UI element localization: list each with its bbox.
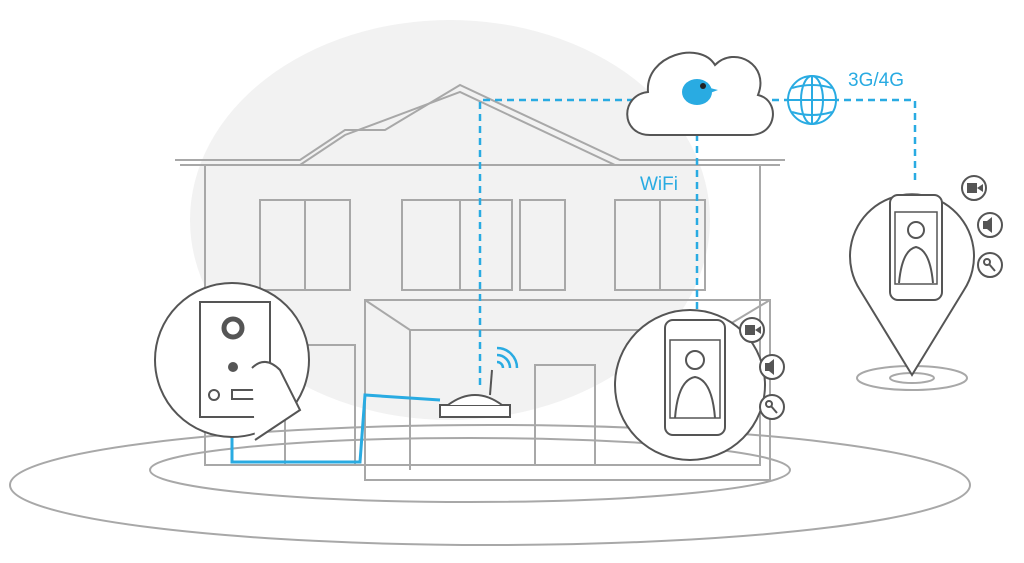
mobile-video-camera-icon (961, 175, 987, 201)
ground-outer (9, 424, 971, 546)
router-icon (439, 369, 511, 418)
video-camera-icon (739, 317, 765, 343)
cloud-to-mobile-line (760, 98, 917, 185)
mobile-speaker-icon (977, 212, 1003, 238)
map-pin-icon (849, 193, 975, 391)
smartphone-icon (614, 309, 766, 461)
ground-inner (149, 437, 791, 503)
key-icon (759, 394, 785, 420)
wifi-signal-icon (496, 346, 519, 369)
globe-icon (787, 75, 837, 125)
background-blob (190, 20, 710, 420)
mobile-network-label: 3G/4G (848, 70, 904, 91)
bird-logo-icon (682, 79, 718, 105)
speaker-icon (759, 354, 785, 380)
mobile-key-icon (977, 252, 1003, 278)
doorbell-icon (154, 282, 310, 441)
doorbell-cable (230, 393, 441, 464)
wifi-label: WiFi (640, 174, 678, 195)
